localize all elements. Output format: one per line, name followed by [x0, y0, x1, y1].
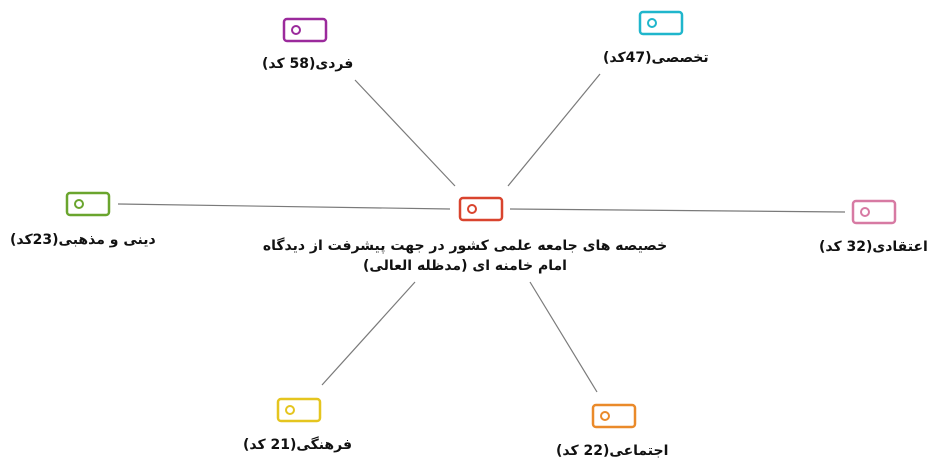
connector-fardi	[354, 79, 456, 187]
node-label-takhassosi: تخصصی(47کد)	[603, 50, 709, 66]
tag-icon-eteghadi	[851, 199, 897, 225]
connectors	[117, 73, 846, 393]
tag-icon-ejtemaei	[591, 403, 637, 429]
tag-icon-dini	[65, 191, 111, 217]
node-label-ejtemaei: اجتماعی(22 کد)	[556, 443, 669, 459]
center-label: خصیصه های جامعه علمی کشور در جهت پیشرفت …	[230, 236, 700, 276]
tag-icon-fardi	[282, 17, 328, 43]
connector-dini	[117, 203, 451, 210]
tag-icon-center	[458, 196, 504, 222]
connector-farhangi	[321, 281, 416, 386]
tag-icon-takhassosi	[638, 10, 684, 36]
center-label-line1: خصیصه های جامعه علمی کشور در جهت پیشرفت …	[262, 238, 668, 254]
connector-eteghadi	[509, 208, 846, 213]
center-label-line2: امام خامنه ای (مدظله العالی)	[363, 258, 567, 274]
connector-ejtemaei	[529, 281, 598, 393]
node-label-eteghadi: اعتقادی(32 کد)	[819, 239, 928, 255]
connector-takhassosi	[507, 73, 601, 187]
node-label-farhangi: فرهنگی(21 کد)	[243, 437, 353, 453]
node-label-fardi: فردی(58 کد)	[262, 56, 354, 72]
node-label-dini: دینی و مذهبی(23کد)	[10, 232, 156, 248]
tag-icon-farhangi	[276, 397, 322, 423]
